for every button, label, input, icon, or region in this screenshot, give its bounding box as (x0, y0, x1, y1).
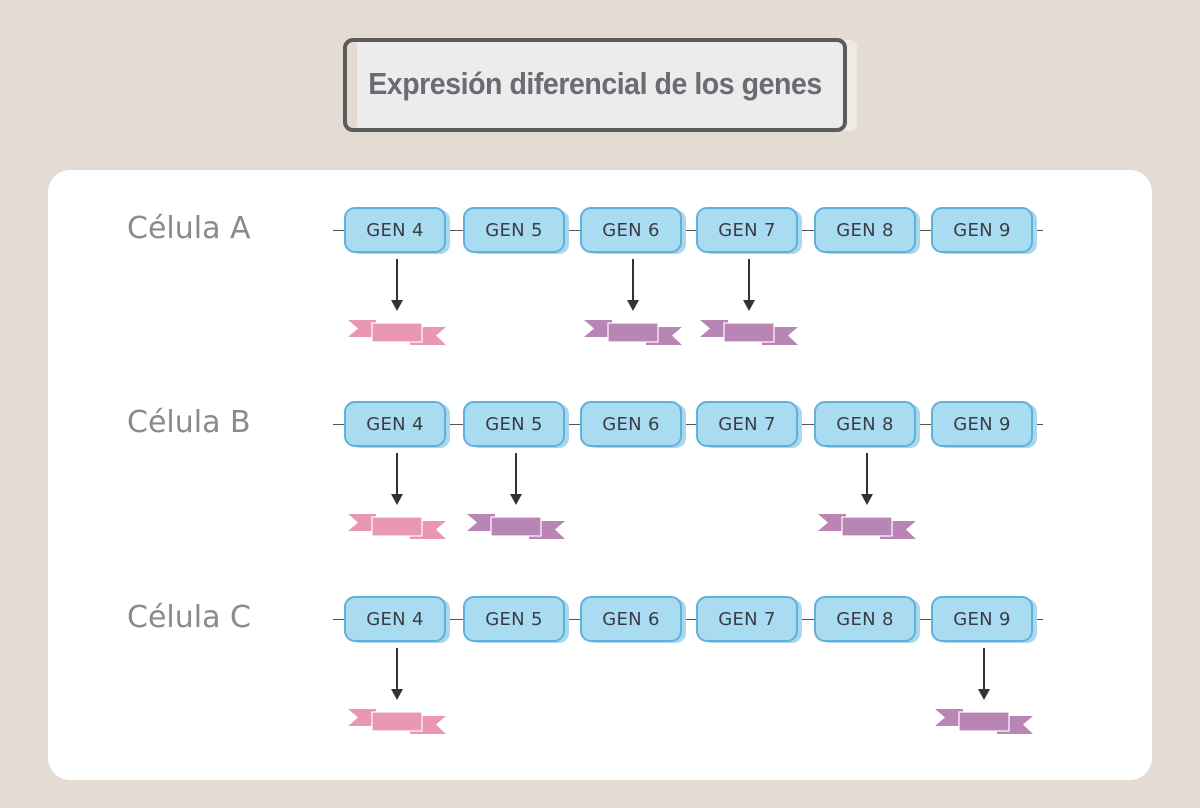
gene-box: GEN 5 (463, 596, 569, 643)
protein-ribbon-purple (467, 514, 565, 539)
protein-ribbon-pink (348, 514, 446, 539)
protein-ribbon-purple (700, 320, 798, 345)
protein-ribbon-purple (818, 514, 916, 539)
expression-arrow (391, 648, 403, 700)
expression-arrow (978, 648, 990, 700)
gene-box: GEN 8 (814, 207, 920, 254)
gene-box: GEN 9 (931, 401, 1037, 448)
cell-label: Célula B (127, 405, 251, 440)
gene-box-pill (814, 401, 916, 447)
gene-label: GEN 4 (366, 219, 424, 241)
dna-strand (333, 230, 1043, 231)
gene-box: GEN 6 (580, 207, 686, 254)
gene-box: GEN 9 (931, 596, 1037, 643)
gene-label: GEN 9 (953, 608, 1011, 630)
gene-box: GEN 7 (696, 596, 802, 643)
gene-box-pill (463, 207, 565, 253)
gene-label: GEN 6 (602, 608, 660, 630)
expression-arrow (510, 453, 522, 505)
gene-box: GEN 4 (344, 401, 450, 448)
protein-ribbon-purple (584, 320, 682, 345)
page-title: Expresión diferencial de los genes (368, 66, 822, 101)
gene-box-pill (344, 401, 446, 447)
expression-arrow (743, 259, 755, 311)
gene-label: GEN 7 (718, 219, 776, 241)
gene-box-pill (463, 401, 565, 447)
cell-label: Célula C (127, 600, 251, 635)
gene-box-pill (696, 596, 798, 642)
protein-ribbon-purple (935, 709, 1033, 734)
gene-box-pill (344, 596, 446, 642)
gene-box: GEN 6 (580, 401, 686, 448)
gene-box: GEN 4 (344, 596, 450, 643)
gene-box-pill (931, 207, 1033, 253)
gene-label: GEN 5 (485, 219, 543, 241)
expression-arrow (391, 259, 403, 311)
gene-box: GEN 9 (931, 207, 1037, 254)
gene-label: GEN 9 (953, 413, 1011, 435)
gene-box-pill (931, 401, 1033, 447)
gene-box-pill (344, 207, 446, 253)
gene-label: GEN 8 (836, 413, 894, 435)
title-box: Expresión diferencial de los genes (343, 38, 857, 132)
gene-label: GEN 6 (602, 219, 660, 241)
dna-strand (333, 619, 1043, 620)
gene-label: GEN 7 (718, 413, 776, 435)
cell-label: Célula A (127, 211, 251, 246)
gene-box-pill (814, 207, 916, 253)
gene-box: GEN 8 (814, 401, 920, 448)
gene-box-pill (580, 596, 682, 642)
expression-arrow (391, 453, 403, 505)
gene-label: GEN 4 (366, 413, 424, 435)
gene-box-pill (696, 401, 798, 447)
expression-arrow (861, 453, 873, 505)
title-border (343, 38, 847, 132)
gene-label: GEN 8 (836, 219, 894, 241)
gene-box-pill (696, 207, 798, 253)
protein-ribbon-pink (348, 320, 446, 345)
gene-box: GEN 8 (814, 596, 920, 643)
gene-label: GEN 4 (366, 608, 424, 630)
dna-strand (333, 424, 1043, 425)
gene-box-pill (580, 401, 682, 447)
gene-label: GEN 9 (953, 219, 1011, 241)
expression-arrow (627, 259, 639, 311)
gene-box: GEN 4 (344, 207, 450, 254)
title-inner (357, 42, 841, 126)
diagram-panel (48, 170, 1152, 780)
gene-label: GEN 6 (602, 413, 660, 435)
gene-label: GEN 8 (836, 608, 894, 630)
gene-box-pill (463, 596, 565, 642)
gene-box: GEN 6 (580, 596, 686, 643)
protein-ribbon-pink (348, 709, 446, 734)
gene-box-pill (814, 596, 916, 642)
gene-label: GEN 5 (485, 413, 543, 435)
gene-label: GEN 7 (718, 608, 776, 630)
gene-box: GEN 5 (463, 207, 569, 254)
gene-box: GEN 5 (463, 401, 569, 448)
gene-box-pill (931, 596, 1033, 642)
gene-box: GEN 7 (696, 401, 802, 448)
gene-box-pill (580, 207, 682, 253)
gene-box: GEN 7 (696, 207, 802, 254)
gene-label: GEN 5 (485, 608, 543, 630)
